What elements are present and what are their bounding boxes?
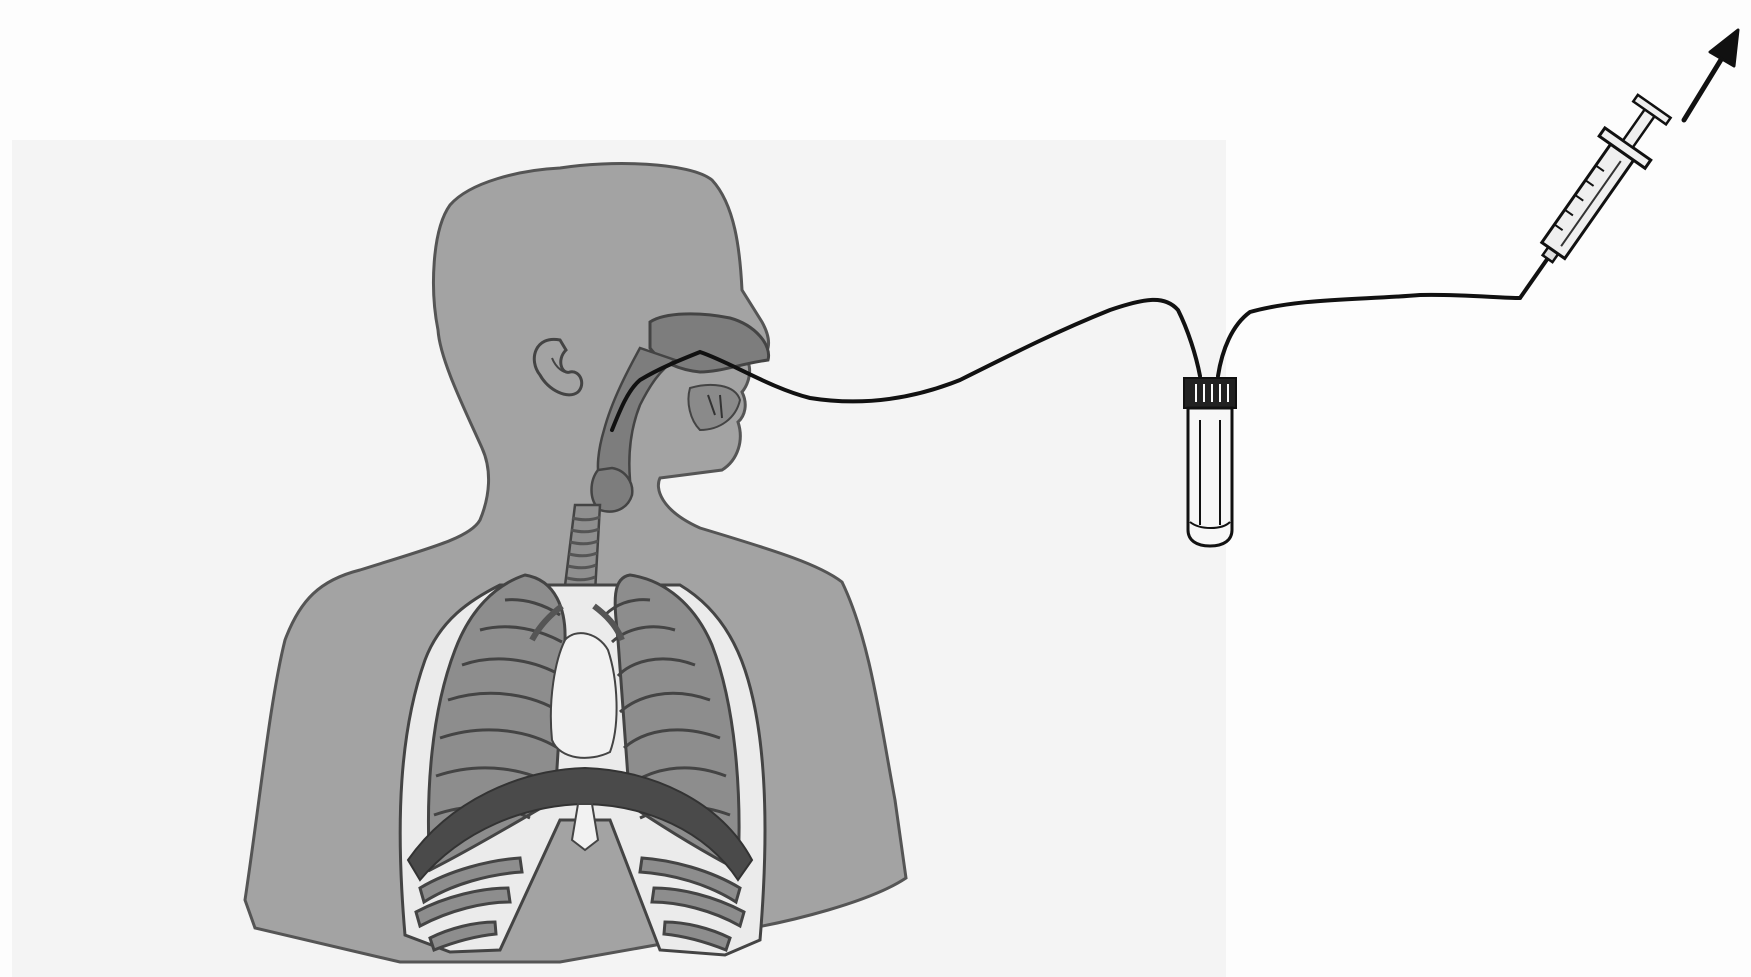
sternum-base xyxy=(572,804,598,850)
arrow-up-right-icon xyxy=(1684,30,1738,120)
heart xyxy=(551,633,617,758)
vacuum-line xyxy=(1218,295,1520,376)
syringe-icon xyxy=(1497,90,1677,314)
specimen-trap xyxy=(1184,378,1236,546)
